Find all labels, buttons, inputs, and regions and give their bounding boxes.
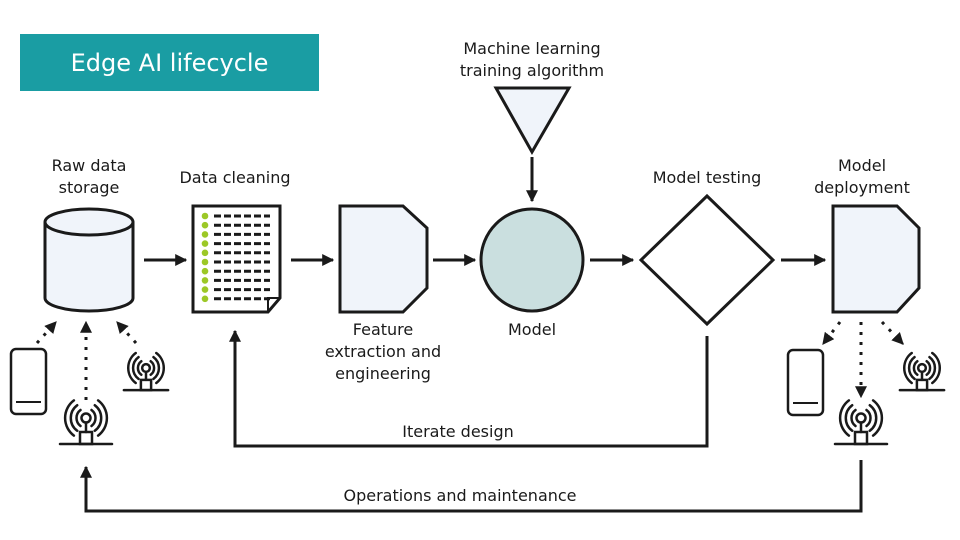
checkmark-icon (201, 295, 209, 303)
left-sensor-small-icon (122, 351, 170, 392)
label-feature-extraction: Feature extraction and engineering (303, 319, 463, 385)
title-banner: Edge AI lifecycle (20, 34, 319, 91)
checkmark-icon (201, 212, 209, 220)
label-raw-data-storage: Raw data storage (29, 155, 149, 199)
label-raw-data-line2: storage (58, 178, 120, 197)
feature-extraction-shape (338, 204, 429, 314)
model-testing-diamond (638, 193, 776, 327)
iterate-design-loop-arrow (229, 329, 709, 448)
label-deploy-line1: Model (837, 156, 887, 175)
label-ml-training-algorithm: Machine learning training algorithm (437, 38, 627, 82)
checkmark-icon (201, 231, 209, 238)
label-ml-line1: Machine learning (463, 39, 601, 58)
label-ml-line2: training algorithm (459, 61, 605, 80)
checkmark-icon (201, 286, 209, 293)
operations-loop-arrow (80, 460, 863, 513)
right-sensor-tower-icon (833, 399, 889, 446)
data-cleaning-document-icon (191, 204, 282, 314)
label-deploy-line2: deployment (814, 178, 910, 197)
label-model: Model (507, 320, 557, 339)
right-dotted-arrows (821, 320, 905, 399)
left-dotted-arrows (35, 320, 138, 400)
model-deployment-shape (831, 204, 921, 314)
model-circle (479, 207, 585, 313)
label-model-deployment: Model deployment (800, 155, 924, 199)
label-data-cleaning: Data cleaning (179, 168, 291, 187)
checkmark-icon (201, 240, 209, 247)
label-operations-maintenance: Operations and maintenance (343, 486, 577, 505)
right-smartphone-icon (786, 348, 825, 417)
left-sensor-tower-icon (58, 399, 114, 446)
label-feature-line3: engineering (335, 364, 431, 383)
left-smartphone-icon (9, 347, 48, 416)
label-model-testing: Model testing (652, 168, 762, 187)
label-raw-data-line1: Raw data (51, 156, 127, 175)
checkmark-icon (201, 258, 209, 266)
label-iterate-design: Iterate design (402, 422, 514, 441)
label-feature-line1: Feature (352, 320, 414, 339)
diagram-title: Edge AI lifecycle (70, 48, 269, 77)
training-algorithm-triangle (493, 86, 572, 156)
checkmark-icon (201, 221, 209, 229)
flow-arrows (144, 157, 827, 266)
checkmark-icon (201, 267, 209, 275)
database-cylinder-icon (43, 207, 135, 313)
right-sensor-small-icon (898, 351, 946, 392)
label-feature-line2: extraction and (324, 342, 442, 361)
checkmark-icon (201, 249, 209, 257)
checkmark-icon (201, 277, 209, 284)
